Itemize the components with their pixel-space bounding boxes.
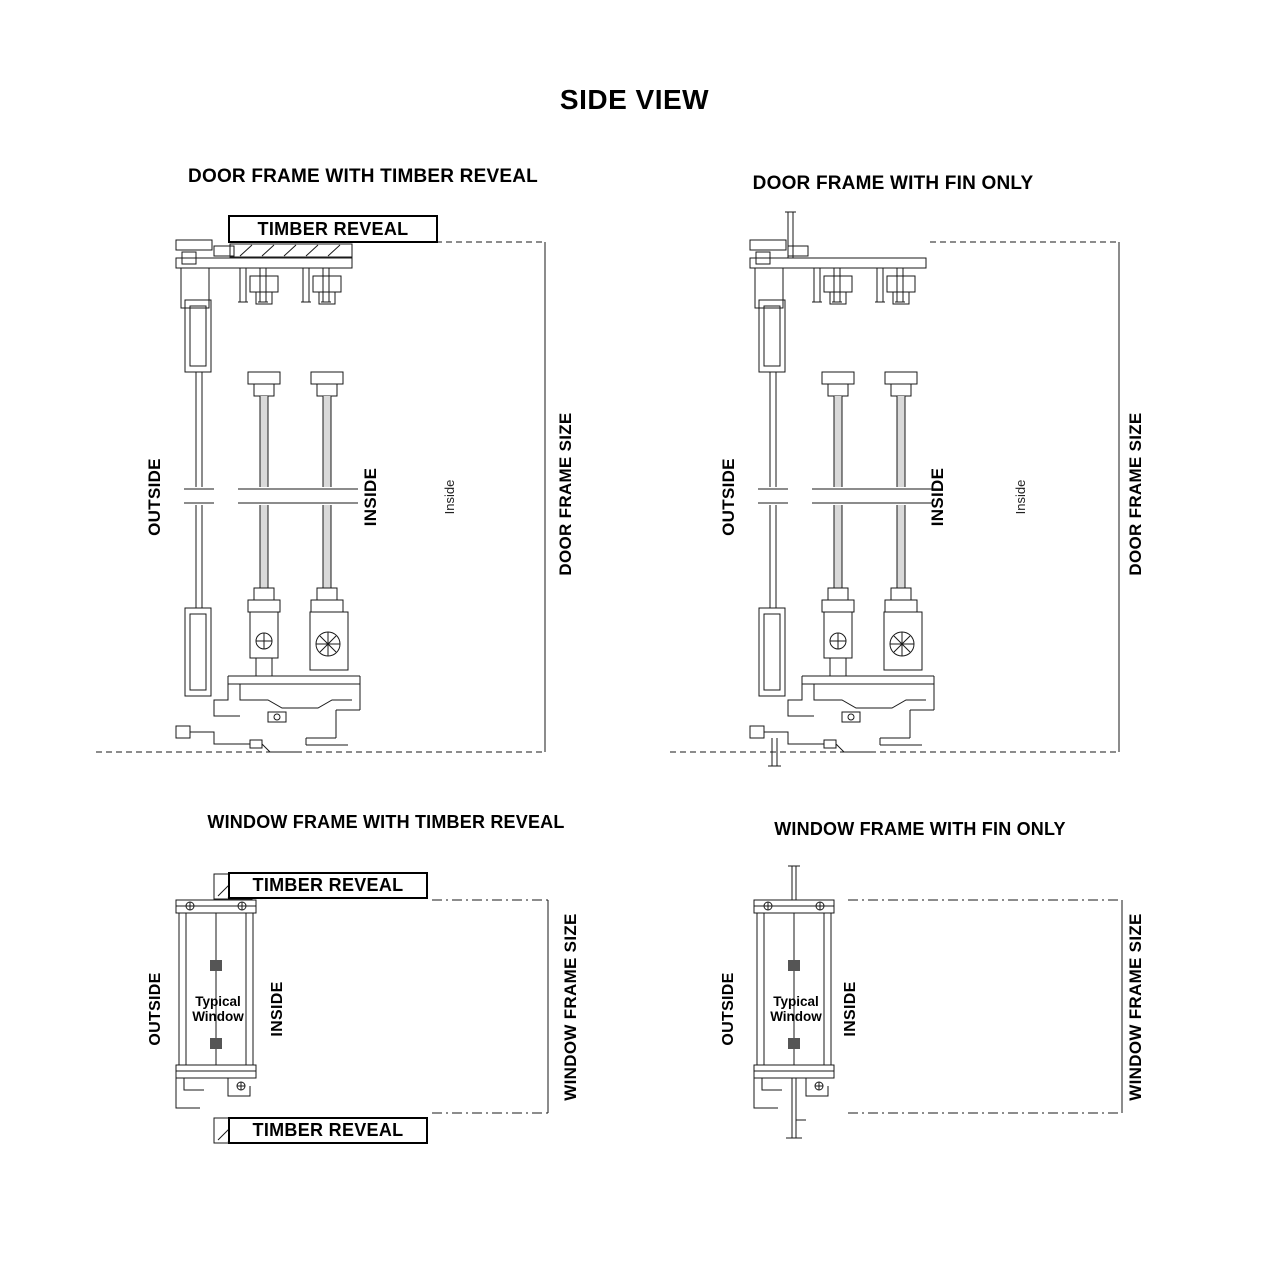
door-timber-outside-label: OUTSIDE <box>145 458 164 536</box>
door-timber-reveal-label: TIMBER REVEAL <box>228 215 438 243</box>
door-timber-drawing <box>95 239 546 753</box>
door-timber-title: DOOR FRAME WITH TIMBER REVEAL <box>188 166 538 187</box>
door-fin-inside-note: Inside <box>1013 479 1028 515</box>
door-fin-title: DOOR FRAME WITH FIN ONLY <box>752 173 1034 194</box>
window-timber-reveal-bottom-label: TIMBER REVEAL <box>228 1117 428 1144</box>
window-fin-inside-label: INSIDE <box>842 981 859 1037</box>
door-fin-frame-size-label: DOOR FRAME SIZE <box>1126 412 1145 576</box>
door-fin-outside-label: OUTSIDE <box>719 458 738 536</box>
window-timber-frame-size-label: WINDOW FRAME SIZE <box>561 913 580 1101</box>
window-timber-reveal-top-label: TIMBER REVEAL <box>228 872 428 899</box>
door-fin-inside-label: INSIDE <box>928 467 947 527</box>
door-timber-inside-label: INSIDE <box>361 467 380 527</box>
window-timber-title: WINDOW FRAME WITH TIMBER REVEAL <box>207 812 565 832</box>
window-timber-outside-label: OUTSIDE <box>147 972 164 1046</box>
door-fin-drawing <box>669 211 1120 767</box>
window-fin-drawing <box>753 865 1123 1139</box>
door-timber-frame-size-label: DOOR FRAME SIZE <box>556 412 575 576</box>
window-fin-title: WINDOW FRAME WITH FIN ONLY <box>774 819 1066 839</box>
window-timber-typical-window-note: Typical Window <box>192 994 244 1024</box>
window-fin-typical-window-note: Typical Window <box>770 994 822 1024</box>
window-timber-inside-label: INSIDE <box>269 981 286 1037</box>
window-fin-frame-size-label: WINDOW FRAME SIZE <box>1126 913 1145 1101</box>
door-timber-inside-note: Inside <box>442 479 457 515</box>
window-fin-outside-label: OUTSIDE <box>720 972 737 1046</box>
page-title: SIDE VIEW <box>559 84 710 115</box>
